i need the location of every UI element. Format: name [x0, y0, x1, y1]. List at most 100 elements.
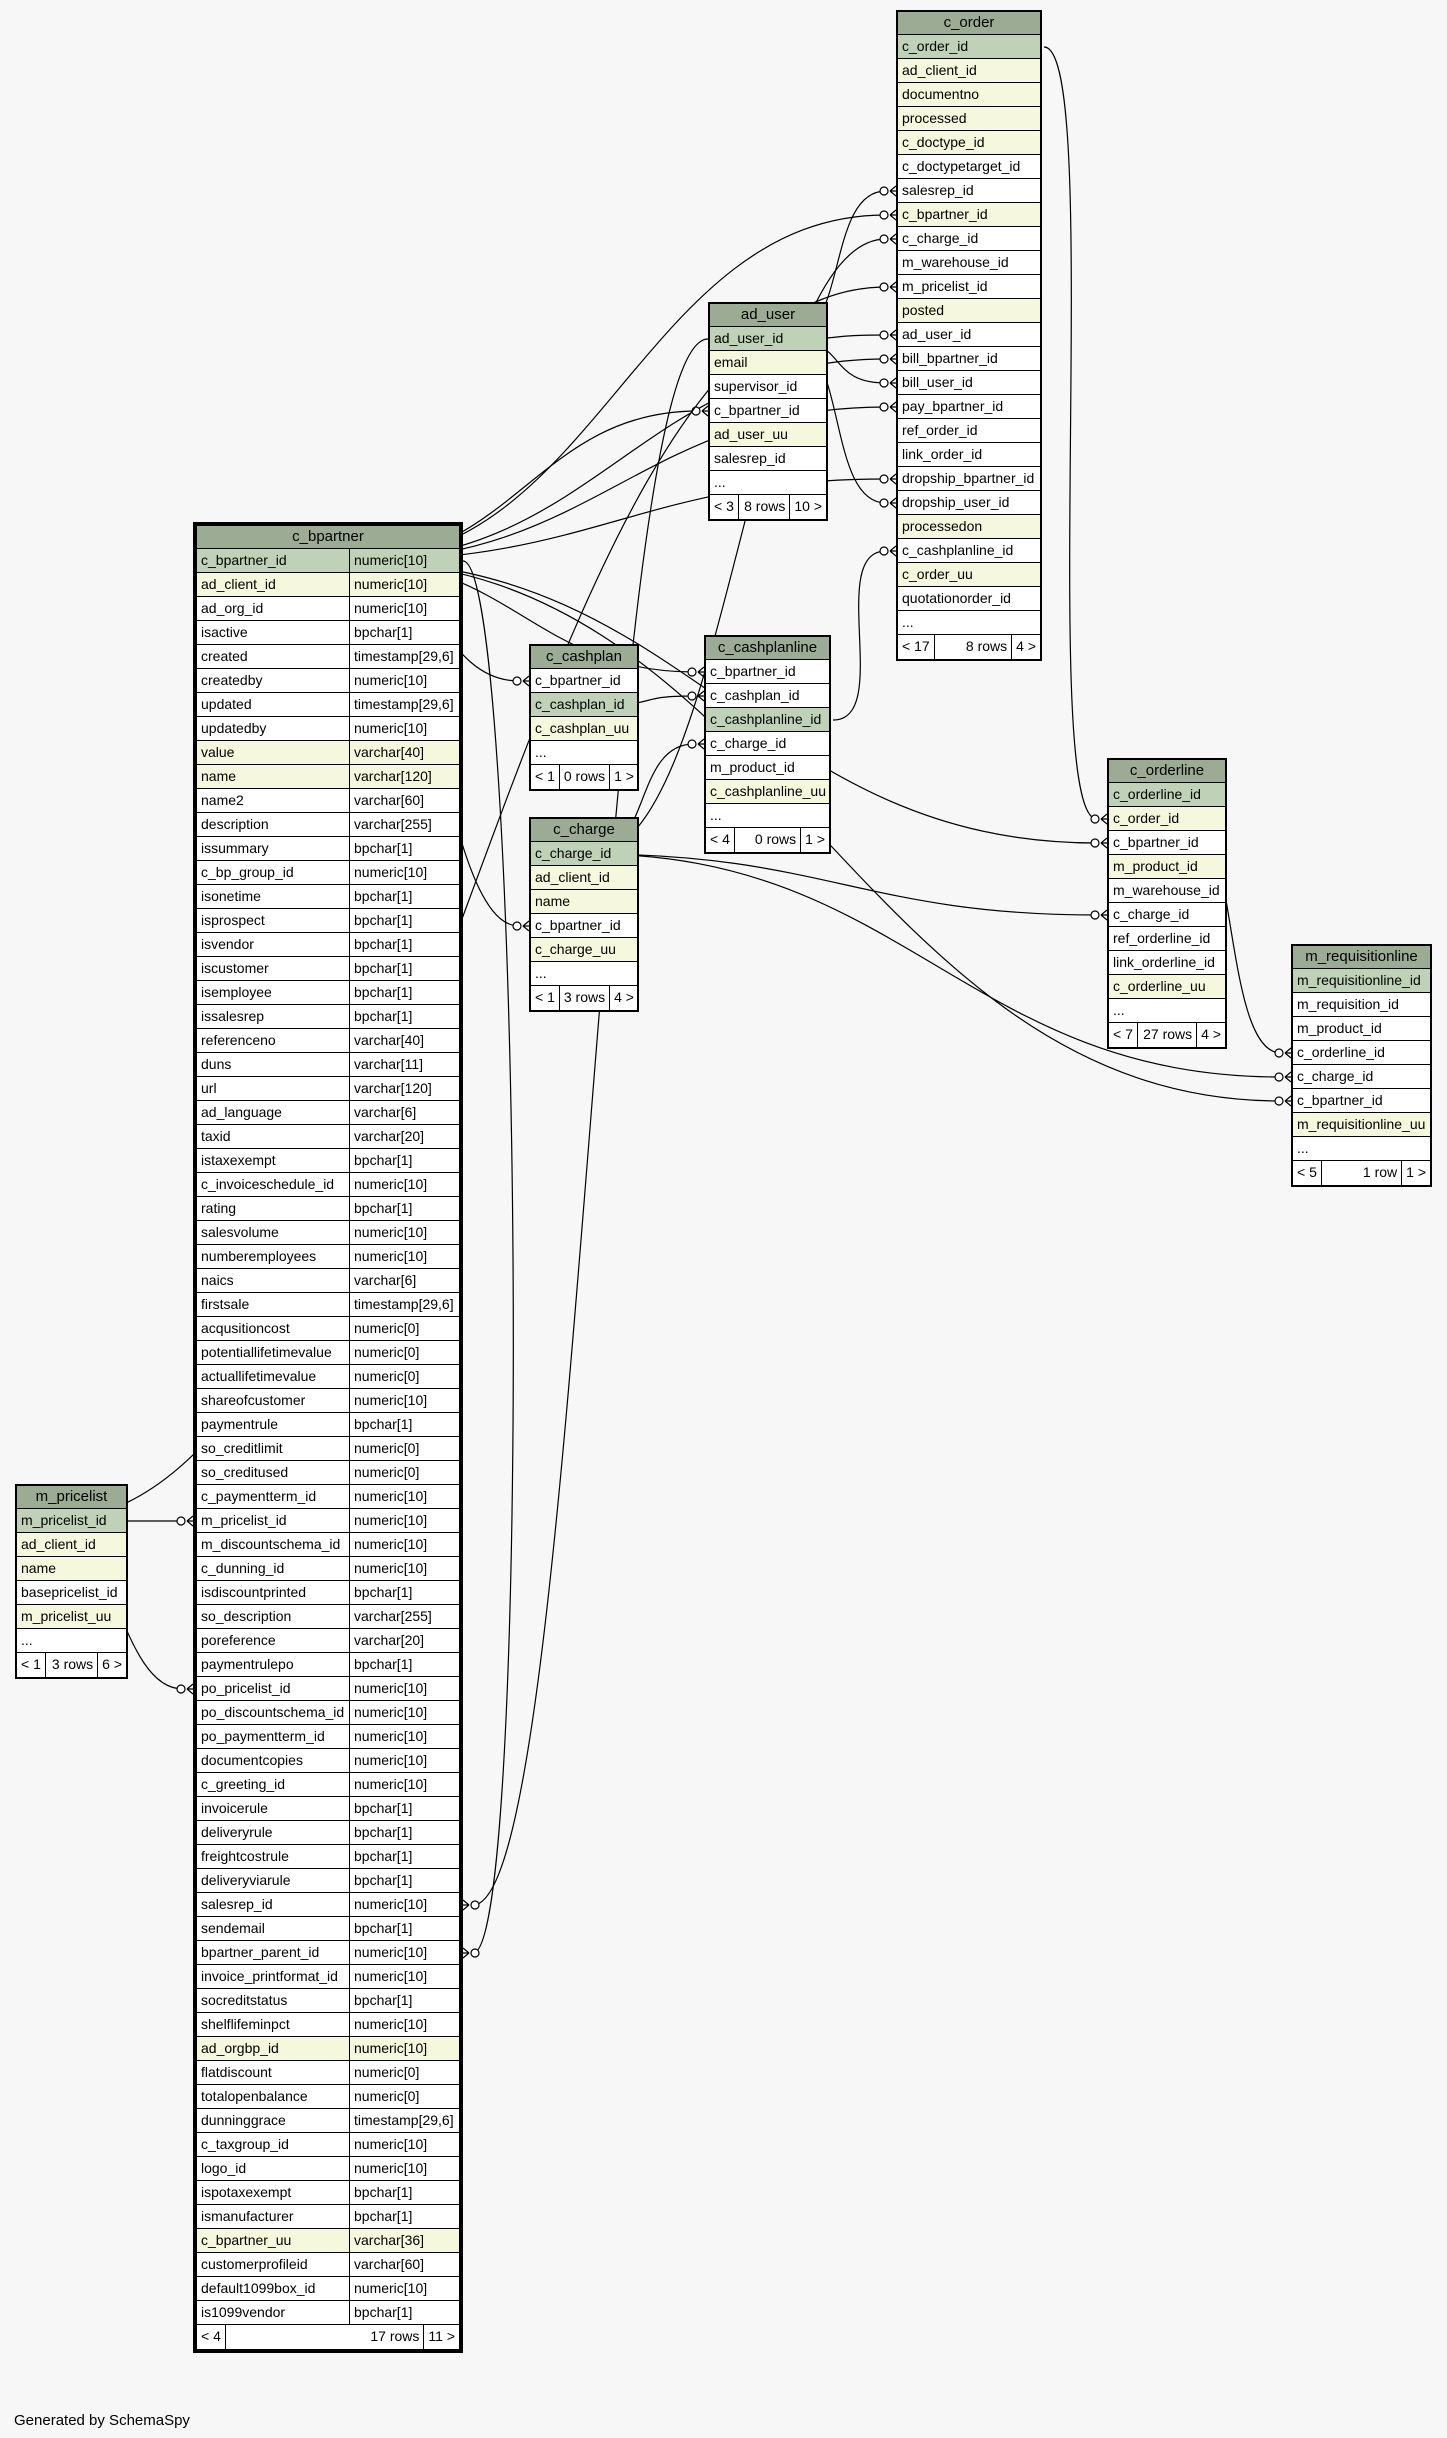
table-header[interactable]: m_requisitionline: [1293, 946, 1430, 969]
parent-count[interactable]: < 7: [1109, 1023, 1138, 1047]
child-count[interactable]: 4 >: [1016, 638, 1036, 654]
column-row[interactable]: ...: [898, 611, 1040, 635]
table-header[interactable]: m_pricelist: [17, 1486, 126, 1509]
column-row[interactable]: m_requisitionline_id: [1293, 969, 1430, 993]
column-row[interactable]: ad_user_uu: [710, 423, 826, 447]
parent-count[interactable]: < 1: [531, 986, 560, 1010]
table-header[interactable]: c_bpartner: [197, 526, 459, 549]
child-count[interactable]: 4 >: [614, 989, 634, 1005]
column-row[interactable]: c_orderline_id: [1293, 1041, 1430, 1065]
column-row[interactable]: bill_bpartner_id: [898, 347, 1040, 371]
table-header[interactable]: c_cashplanline: [706, 637, 829, 660]
column-row[interactable]: c_cashplan_id: [531, 693, 637, 717]
column-row[interactable]: processedon: [898, 515, 1040, 539]
column-row[interactable]: documentno: [898, 83, 1040, 107]
table-header[interactable]: ad_user: [710, 304, 826, 327]
column-row[interactable]: ad_client_id: [17, 1533, 126, 1557]
column-row[interactable]: c_cashplan_id: [706, 684, 829, 708]
parent-count[interactable]: < 4: [706, 828, 735, 852]
parent-count[interactable]: < 1: [17, 1653, 46, 1677]
column-row[interactable]: dropship_user_id: [898, 491, 1040, 515]
column-row[interactable]: c_orderline_uu: [1109, 975, 1225, 999]
column-row[interactable]: ref_orderline_id: [1109, 927, 1225, 951]
column-row[interactable]: quotationorder_id: [898, 587, 1040, 611]
column-row[interactable]: c_charge_uu: [531, 938, 637, 962]
column-row[interactable]: dropship_bpartner_id: [898, 467, 1040, 491]
column-row[interactable]: link_orderline_id: [1109, 951, 1225, 975]
column-row[interactable]: ...: [1109, 999, 1225, 1023]
column-row[interactable]: c_order_id: [898, 35, 1040, 59]
column-row[interactable]: c_bpartner_id: [531, 669, 637, 693]
child-count[interactable]: 1 >: [1406, 1164, 1426, 1180]
column-row[interactable]: c_cashplanline_id: [898, 539, 1040, 563]
column-row[interactable]: c_bpartner_id: [1293, 1089, 1430, 1113]
column-row[interactable]: c_cashplan_uu: [531, 717, 637, 741]
column-row[interactable]: c_doctypetarget_id: [898, 155, 1040, 179]
column-row[interactable]: processed: [898, 107, 1040, 131]
column-row[interactable]: c_bpartner_id: [1109, 831, 1225, 855]
column-row[interactable]: name: [17, 1557, 126, 1581]
column-row[interactable]: c_bpartner_id: [706, 660, 829, 684]
parent-count[interactable]: < 1: [531, 765, 560, 789]
column-row[interactable]: ad_user_id: [898, 323, 1040, 347]
column-row[interactable]: m_requisitionline_uu: [1293, 1113, 1430, 1137]
child-count[interactable]: 11 >: [428, 2328, 455, 2344]
column-row[interactable]: c_charge_id: [531, 842, 637, 866]
column-row[interactable]: c_orderline_id: [1109, 783, 1225, 807]
column-row[interactable]: ref_order_id: [898, 419, 1040, 443]
column-row[interactable]: ...: [531, 741, 637, 765]
column-row[interactable]: m_warehouse_id: [898, 251, 1040, 275]
column-row[interactable]: supervisor_id: [710, 375, 826, 399]
column-row[interactable]: m_product_id: [1293, 1017, 1430, 1041]
column-row[interactable]: c_bpartner_id: [898, 203, 1040, 227]
column-row[interactable]: c_doctype_id: [898, 131, 1040, 155]
column-row[interactable]: ...: [17, 1629, 126, 1653]
column-row[interactable]: m_pricelist_uu: [17, 1605, 126, 1629]
column-row[interactable]: m_pricelist_id: [898, 275, 1040, 299]
column-row[interactable]: c_order_id: [1109, 807, 1225, 831]
